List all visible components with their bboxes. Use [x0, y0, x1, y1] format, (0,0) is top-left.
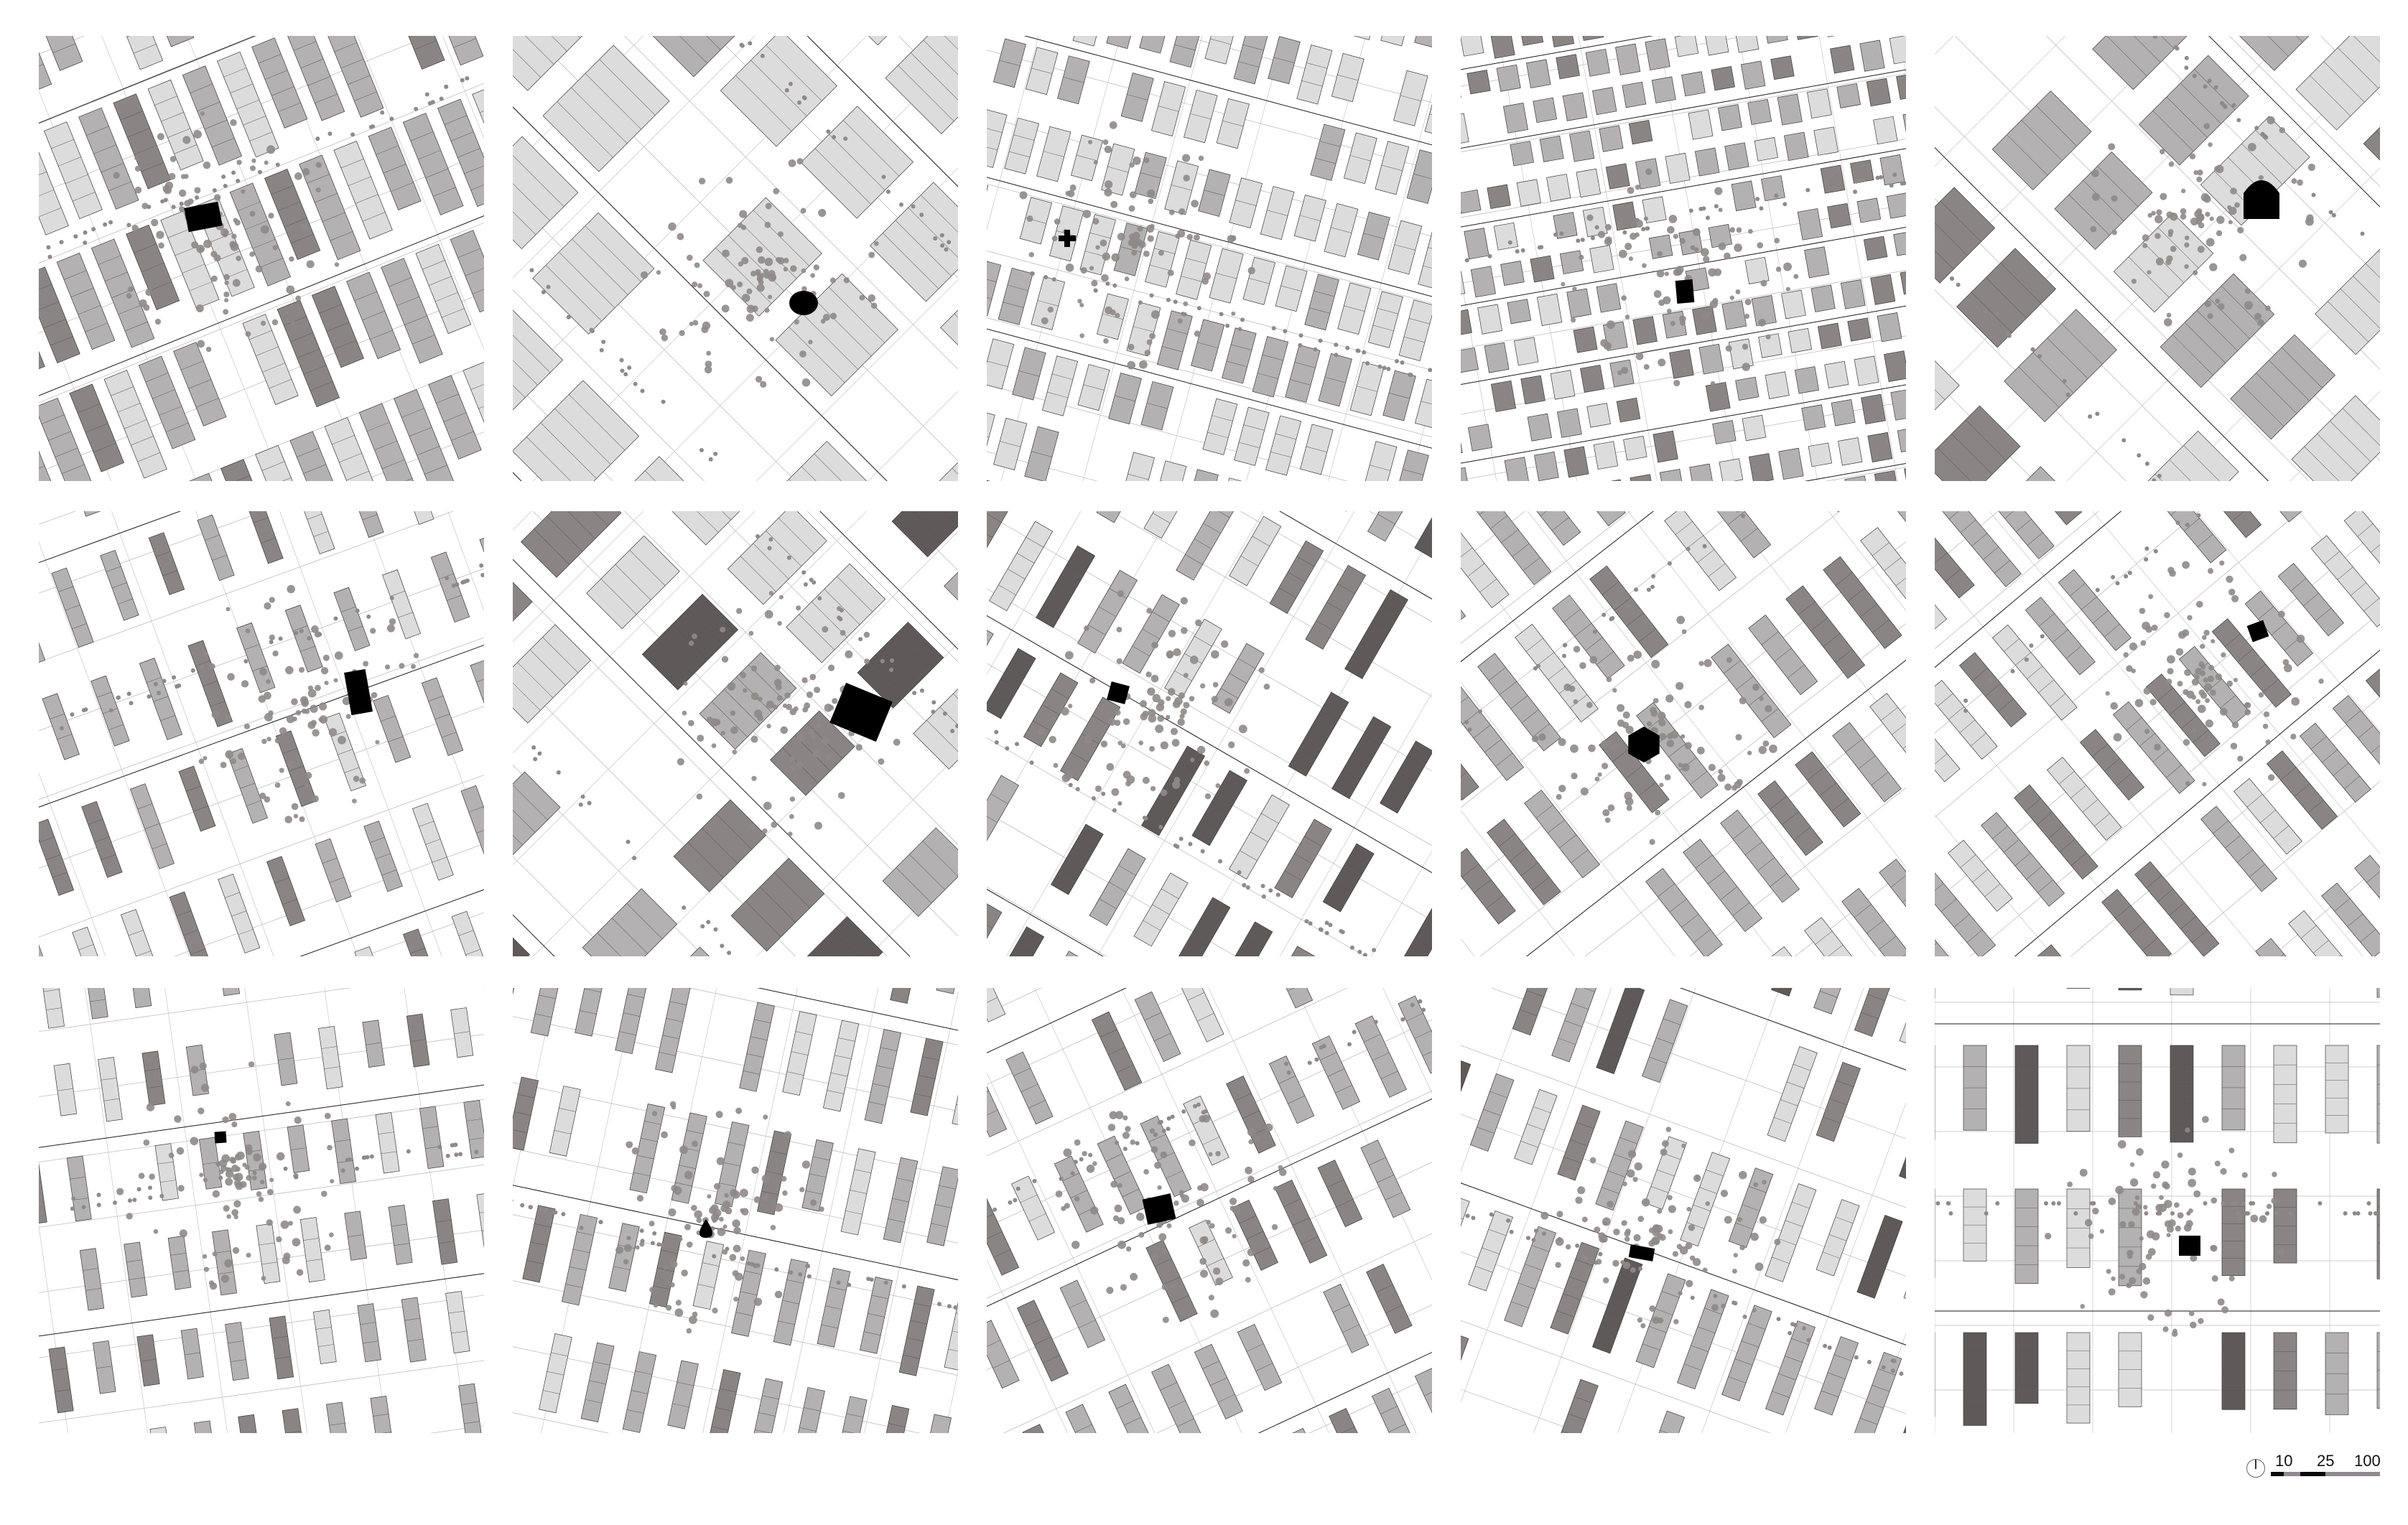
road-outlines	[987, 988, 1432, 1433]
building-blocks	[513, 988, 958, 1433]
target-building	[2246, 620, 2269, 643]
target-building	[1059, 230, 1076, 247]
site-plan-map	[1461, 36, 1906, 481]
building-blocks	[987, 511, 1432, 956]
road-outlines	[987, 511, 1432, 956]
site-plan-map	[39, 511, 484, 956]
road-outlines	[39, 988, 484, 1433]
tree-canopy	[46, 76, 470, 353]
target-building	[789, 291, 818, 315]
parcel-lines	[1935, 511, 2380, 956]
scale-bar-segment	[2300, 1472, 2325, 1476]
building-blocks	[987, 36, 1432, 481]
building-blocks	[39, 36, 484, 481]
site-plan-panel-8	[987, 511, 1432, 956]
building-blocks	[39, 988, 484, 1433]
target-building	[1142, 1193, 1176, 1225]
road-outlines	[513, 511, 958, 956]
target-building	[1628, 727, 1660, 762]
site-plan-panel-7	[513, 511, 958, 956]
tree-canopy	[520, 1101, 958, 1334]
building-blocks	[1461, 988, 1906, 1433]
building-blocks	[1935, 36, 2380, 481]
tree-canopy	[39, 1061, 479, 1290]
target-building	[699, 1219, 712, 1238]
target-building	[829, 682, 893, 742]
building-blocks	[39, 511, 484, 956]
building-blocks	[1461, 511, 1906, 956]
scale-bar	[2271, 1472, 2380, 1476]
tree-canopy	[1963, 513, 2324, 787]
site-plan-panel-1	[39, 36, 484, 481]
scale-label-10: 10	[2275, 1452, 2293, 1470]
site-plan-map	[39, 988, 484, 1433]
target-building	[1675, 279, 1695, 304]
site-plan-panel-15	[1935, 988, 2380, 1433]
north-arrow-icon	[2246, 1459, 2265, 1478]
site-plan-map	[1935, 36, 2380, 481]
site-plan-panel-5	[1935, 36, 2380, 481]
site-plan-map	[39, 36, 484, 481]
scale-bar-segment	[2271, 1472, 2284, 1476]
site-plan-map	[1935, 511, 2380, 956]
tree-canopy	[1935, 1116, 2378, 1337]
parcel-lines	[987, 988, 1432, 1433]
tree-canopy	[987, 999, 1426, 1323]
site-plan-map	[513, 36, 958, 481]
road-outlines	[1935, 36, 2380, 481]
site-plan-map	[513, 511, 958, 956]
building-blocks	[513, 36, 958, 481]
scale-bar-labels: 10 25 100	[2271, 1453, 2386, 1469]
scale-label-25: 25	[2317, 1452, 2335, 1470]
road-outlines	[513, 988, 958, 1433]
target-building	[2244, 180, 2279, 219]
site-plan-panel-6	[39, 511, 484, 956]
site-plan-map	[1461, 988, 1906, 1433]
building-blocks	[987, 988, 1432, 1433]
tree-canopy	[531, 534, 958, 956]
building-blocks	[513, 511, 958, 956]
building-blocks	[1935, 988, 2380, 1426]
scale-legend: 10 25 100	[2246, 1453, 2390, 1482]
site-plan-panel-12	[513, 988, 958, 1433]
site-plan-panel-3	[987, 36, 1432, 481]
tree-canopy	[1019, 121, 1432, 378]
parcel-lines	[39, 511, 484, 956]
road-outlines	[1461, 988, 1906, 1433]
target-building	[2179, 1236, 2200, 1256]
site-plan-panel-13	[987, 988, 1432, 1433]
scale-label-100: 100	[2354, 1452, 2381, 1470]
road-outlines	[1935, 511, 2380, 956]
road-outlines	[1461, 511, 1906, 956]
road-outlines	[1461, 36, 1906, 481]
road-outlines	[987, 36, 1432, 481]
target-building	[344, 668, 373, 716]
tree-canopy	[59, 563, 484, 824]
site-plan-map	[987, 36, 1432, 481]
site-plan-panel-11	[39, 988, 484, 1433]
road-outlines	[513, 36, 958, 481]
road-outlines	[1935, 1023, 2380, 1312]
site-plan-panel-9	[1461, 511, 1906, 956]
road-outlines	[39, 511, 484, 956]
tree-canopy	[994, 590, 1377, 956]
site-plan-map	[987, 988, 1432, 1433]
site-plan-map	[513, 988, 958, 1433]
site-plan-panel-10	[1935, 511, 2380, 956]
target-building	[1107, 681, 1130, 704]
site-plan-map	[1461, 511, 1906, 956]
target-building	[214, 1131, 227, 1144]
road-outlines	[39, 36, 484, 481]
tree-canopy	[529, 41, 952, 462]
target-building	[184, 201, 223, 233]
target-building	[1628, 1244, 1655, 1261]
site-plan-map	[1935, 988, 2380, 1433]
tree-canopy	[1464, 511, 1777, 845]
site-plan-map	[987, 511, 1432, 956]
site-plan-panel-14	[1461, 988, 1906, 1433]
building-blocks	[1461, 36, 1906, 481]
site-plan-panel-2	[513, 36, 958, 481]
site-plan-panel-4	[1461, 36, 1906, 481]
building-blocks	[1935, 511, 2380, 956]
